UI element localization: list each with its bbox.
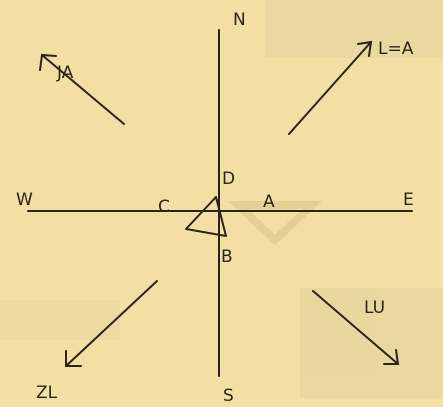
vertex-b-label: B <box>221 247 233 267</box>
north-label: N <box>233 10 246 30</box>
bleed-block-top <box>265 0 443 58</box>
bleed-chevron <box>227 201 323 246</box>
northwest-label: JA <box>56 63 74 83</box>
point-c-label: C <box>158 197 170 217</box>
northeast-label: L=A <box>378 39 414 59</box>
bleed-block-left <box>0 300 120 340</box>
southwest-label: ZL <box>36 383 58 403</box>
vertex-d-label: D <box>222 169 235 189</box>
arrow-northwest <box>39 53 125 125</box>
point-a-label: A <box>263 192 275 212</box>
southeast-label: LU <box>364 298 385 318</box>
arrow-southeast <box>312 290 400 365</box>
center-triangle <box>185 196 227 237</box>
south-label: S <box>223 386 234 406</box>
paper-bleed-through <box>0 0 443 398</box>
west-label: W <box>16 190 33 210</box>
bleed-block-bottom <box>300 288 443 398</box>
east-label: E <box>403 190 414 210</box>
arrow-northeast <box>288 40 373 135</box>
arrow-southwest <box>65 280 158 367</box>
